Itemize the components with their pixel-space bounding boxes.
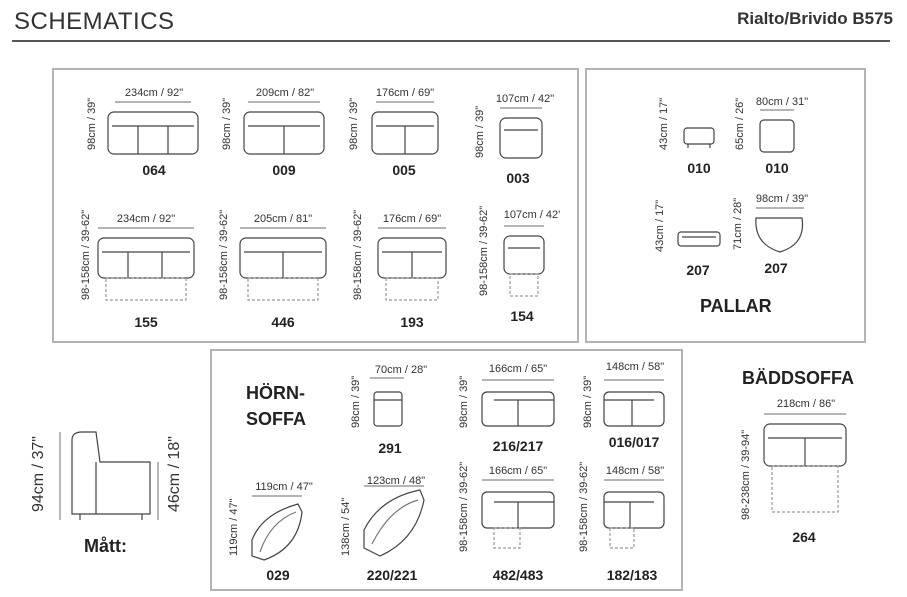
dim-height-010b: 65cm / 26" <box>734 97 746 150</box>
dim-height-264: 98-238cm / 39-94" <box>740 429 752 520</box>
model-code-155: 155 <box>134 314 158 330</box>
model-code-207b: 207 <box>764 260 788 276</box>
dim-width-216: 166cm / 65" <box>488 363 548 375</box>
dim-height-003: 98cm / 39" <box>474 105 486 158</box>
sofa-panel <box>52 68 579 343</box>
dim-height-482: 98-158cm / 39-62" <box>458 461 470 552</box>
dim-width-220: 123cm / 48" <box>366 475 426 487</box>
dim-height-446: 98-158cm / 39-62" <box>218 209 230 300</box>
dim-width-064: 234cm / 92" <box>124 87 184 99</box>
dim-width-009: 209cm / 82" <box>255 87 315 99</box>
page-title: SCHEMATICS <box>14 8 175 35</box>
model-code-291: 291 <box>378 440 402 456</box>
dim-width-010b: 80cm / 31" <box>755 96 809 108</box>
dim-width-446: 205cm / 81" <box>253 213 313 225</box>
dim-height-193: 98-158cm / 39-62" <box>352 209 364 300</box>
model-code-220: 220/221 <box>366 567 418 583</box>
dim-width-029: 119cm / 47" <box>255 481 313 493</box>
dim-height-010a: 43cm / 17" <box>658 97 670 150</box>
model-code-193: 193 <box>400 314 424 330</box>
dim-width-482: 166cm / 65" <box>488 465 548 477</box>
hornsoffa-heading: HÖRN- SOFFA <box>246 383 307 429</box>
model-code-216: 216/217 <box>492 438 544 454</box>
dim-height-216: 98cm / 39" <box>458 375 470 428</box>
model-code-264: 264 <box>792 529 816 545</box>
pallar-panel <box>585 68 866 343</box>
model-code-005: 005 <box>392 162 416 178</box>
brand-model: Rialto/Brivido B575 <box>737 9 893 28</box>
matt-label: Mått: <box>84 536 127 556</box>
side-profile-drawing <box>59 431 159 520</box>
dim-height-029: 119cm / 47" <box>228 498 240 556</box>
dim-overall-height: 94cm / 37" <box>30 436 47 512</box>
model-code-003: 003 <box>506 170 530 186</box>
sofabed-264-drawing <box>763 413 847 513</box>
dim-width-182: 148cm / 58" <box>605 465 665 477</box>
dim-width-003: 107cm / 42" <box>495 93 555 105</box>
pallar-heading: PALLAR <box>700 296 772 316</box>
dim-height-005: 98cm / 39" <box>348 97 360 150</box>
baddsoffa-heading: BÄDDSOFFA <box>742 368 854 388</box>
dim-height-220: 138cm / 54" <box>340 497 352 556</box>
dim-width-005: 176cm / 69" <box>375 87 435 99</box>
dim-height-207b: 71cm / 28" <box>732 197 744 250</box>
dim-width-207b: 98cm / 39" <box>755 193 809 205</box>
dim-height-291: 98cm / 39" <box>350 375 362 428</box>
header-rule <box>12 40 890 42</box>
dim-width-291: 70cm / 28" <box>374 364 428 376</box>
model-code-154: 154 <box>510 308 534 324</box>
model-code-010b: 010 <box>765 160 789 176</box>
model-code-482: 482/483 <box>492 567 544 583</box>
dim-height-207a: 43cm / 17" <box>654 199 666 252</box>
dim-width-016: 148cm / 58" <box>605 361 665 373</box>
model-code-064: 064 <box>142 162 166 178</box>
dim-seat-height: 46cm / 18" <box>166 436 183 512</box>
model-code-010a: 010 <box>687 160 711 176</box>
dim-height-182: 98-158cm / 39-62" <box>578 461 590 552</box>
model-code-009: 009 <box>272 162 296 178</box>
dim-width-154: 107cm / 42' <box>503 209 561 221</box>
dim-height-155: 98-158cm / 39-62" <box>80 209 92 300</box>
dim-height-009: 98cm / 39" <box>221 97 233 150</box>
dim-width-193: 176cm / 69" <box>382 213 442 225</box>
model-code-446: 446 <box>271 314 295 330</box>
model-code-016: 016/017 <box>608 434 660 450</box>
model-code-207a: 207 <box>686 262 710 278</box>
model-code-029: 029 <box>266 567 290 583</box>
dim-width-264: 218cm / 86" <box>776 398 836 410</box>
dim-height-016: 98cm / 39" <box>582 375 594 428</box>
model-code-182: 182/183 <box>606 567 658 583</box>
dim-height-154: 98-158cm / 39-62" <box>478 205 490 296</box>
dim-height-064: 98cm / 39" <box>86 97 98 150</box>
dim-width-155: 234cm / 92" <box>116 213 176 225</box>
